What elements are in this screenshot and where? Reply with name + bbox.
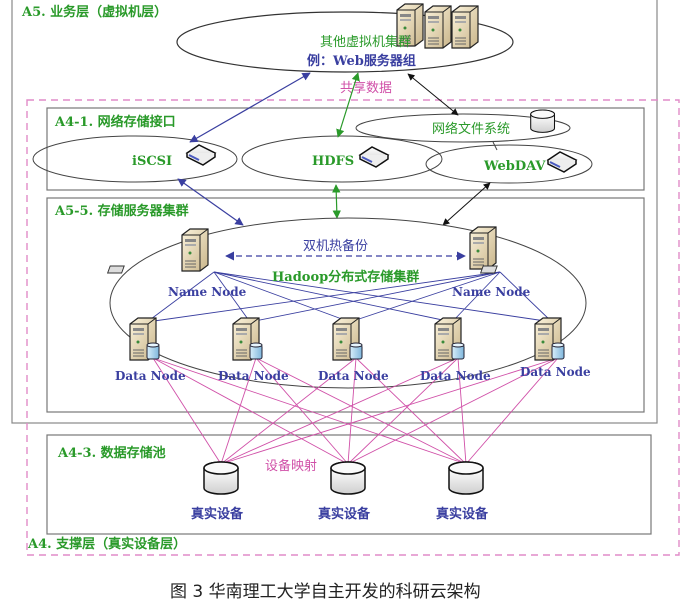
hadoop-cluster-title: Hadoop分布式存储集群 — [272, 269, 419, 285]
cluster-link — [499, 271, 553, 323]
mapping-link — [347, 357, 357, 465]
hdfs-label: HDFS — [312, 154, 354, 169]
storage-device-label: 真实设备 — [436, 506, 489, 522]
cluster-link — [213, 271, 351, 323]
device-mapping-links — [152, 357, 559, 465]
a5-5-title: A5-5. 存储服务器集群 — [54, 203, 189, 219]
nfs-disk-icon — [530, 109, 556, 133]
webdav-cluster-link — [442, 182, 491, 226]
a4-1-title: A4-1. 网络存储接口 — [54, 114, 176, 130]
iscsi-cluster-link — [177, 178, 244, 226]
mapping-link — [347, 357, 459, 465]
data-node-label: Data Node — [218, 369, 289, 383]
cluster-link — [249, 271, 501, 323]
data-disk-icon — [551, 342, 565, 360]
storage-device-3 — [448, 461, 484, 495]
hdfs-cluster-link — [332, 184, 341, 219]
hot-backup-label: 双机热备份 — [303, 238, 368, 254]
cluster-link — [451, 271, 501, 323]
mapping-link — [255, 357, 467, 465]
mapping-link — [347, 357, 559, 465]
data-disk-icon — [249, 342, 263, 360]
iscsi-ellipse — [32, 135, 238, 183]
iscsi-label: iSCSI — [132, 154, 172, 169]
mapping-link — [152, 357, 349, 465]
mapping-link — [220, 357, 559, 465]
a5-5-frame — [46, 197, 645, 413]
a5-layer-title: A5. 业务层（虚拟机层） — [21, 4, 167, 20]
storage-device-1 — [203, 461, 239, 495]
name-node-left — [106, 228, 209, 274]
data-node-3 — [332, 317, 363, 361]
webdav-ellipse — [425, 144, 593, 184]
nfs-label: 网络文件系统 — [432, 121, 510, 137]
data-node-5 — [534, 317, 565, 361]
data-node-4 — [434, 317, 465, 361]
mapping-link — [457, 357, 467, 465]
mapping-link — [152, 357, 467, 465]
vm-iscsi-link — [189, 72, 311, 143]
cluster-link — [349, 271, 501, 323]
a4-layer-title: A4. 支撑层（真实设备层） — [27, 536, 186, 552]
vm-nfs-link — [407, 73, 459, 116]
cluster-link — [213, 271, 251, 323]
a5-layer-frame — [11, 0, 658, 424]
mapping-link — [220, 357, 459, 465]
storage-device-label: 真实设备 — [191, 506, 244, 522]
webdav-label: WebDAV — [483, 159, 546, 174]
storage-device-2 — [330, 461, 366, 495]
vm-cluster-ellipse — [176, 11, 514, 73]
cluster-link — [146, 271, 501, 323]
a4-3-title: A4-3. 数据存储池 — [57, 445, 166, 461]
device-mapping-label: 设备映射 — [265, 458, 317, 474]
cluster-link — [146, 271, 215, 323]
mapping-link — [152, 357, 222, 465]
data-node-1 — [129, 317, 160, 361]
data-disk-icon — [349, 342, 363, 360]
data-disk-icon — [451, 342, 465, 360]
name-node-left-label: Name Node — [168, 285, 247, 299]
cluster-link — [213, 271, 553, 323]
data-node-label: Data Node — [420, 369, 491, 383]
namenode-datanode-links — [146, 271, 553, 323]
shared-data-label: 共享数据 — [340, 80, 392, 96]
name-node-right — [469, 226, 498, 274]
name-node-right-label: Name Node — [452, 285, 531, 299]
data-node-label: Data Node — [115, 369, 186, 383]
storage-device-label: 真实设备 — [318, 506, 371, 522]
hadoop-cluster-ellipse — [109, 217, 587, 389]
data-node-label: Data Node — [318, 369, 389, 383]
vm-hdfs-link — [336, 72, 360, 138]
mapping-link — [220, 357, 357, 465]
data-disk-icon — [146, 342, 160, 360]
vm-cluster-example: 例：Web服务器组 — [307, 53, 416, 69]
mapping-link — [355, 357, 467, 465]
data-node-2 — [232, 317, 263, 361]
cluster-link — [213, 271, 453, 323]
mapping-link — [465, 357, 559, 465]
mapping-link — [255, 357, 349, 465]
figure-caption: 图 3 华南理工大学自主开发的科研云架构 — [170, 582, 481, 602]
mapping-link — [220, 357, 257, 465]
data-node-label: Data Node — [520, 365, 591, 379]
vm-cluster-title: 其他虚拟机集群 — [320, 34, 411, 50]
